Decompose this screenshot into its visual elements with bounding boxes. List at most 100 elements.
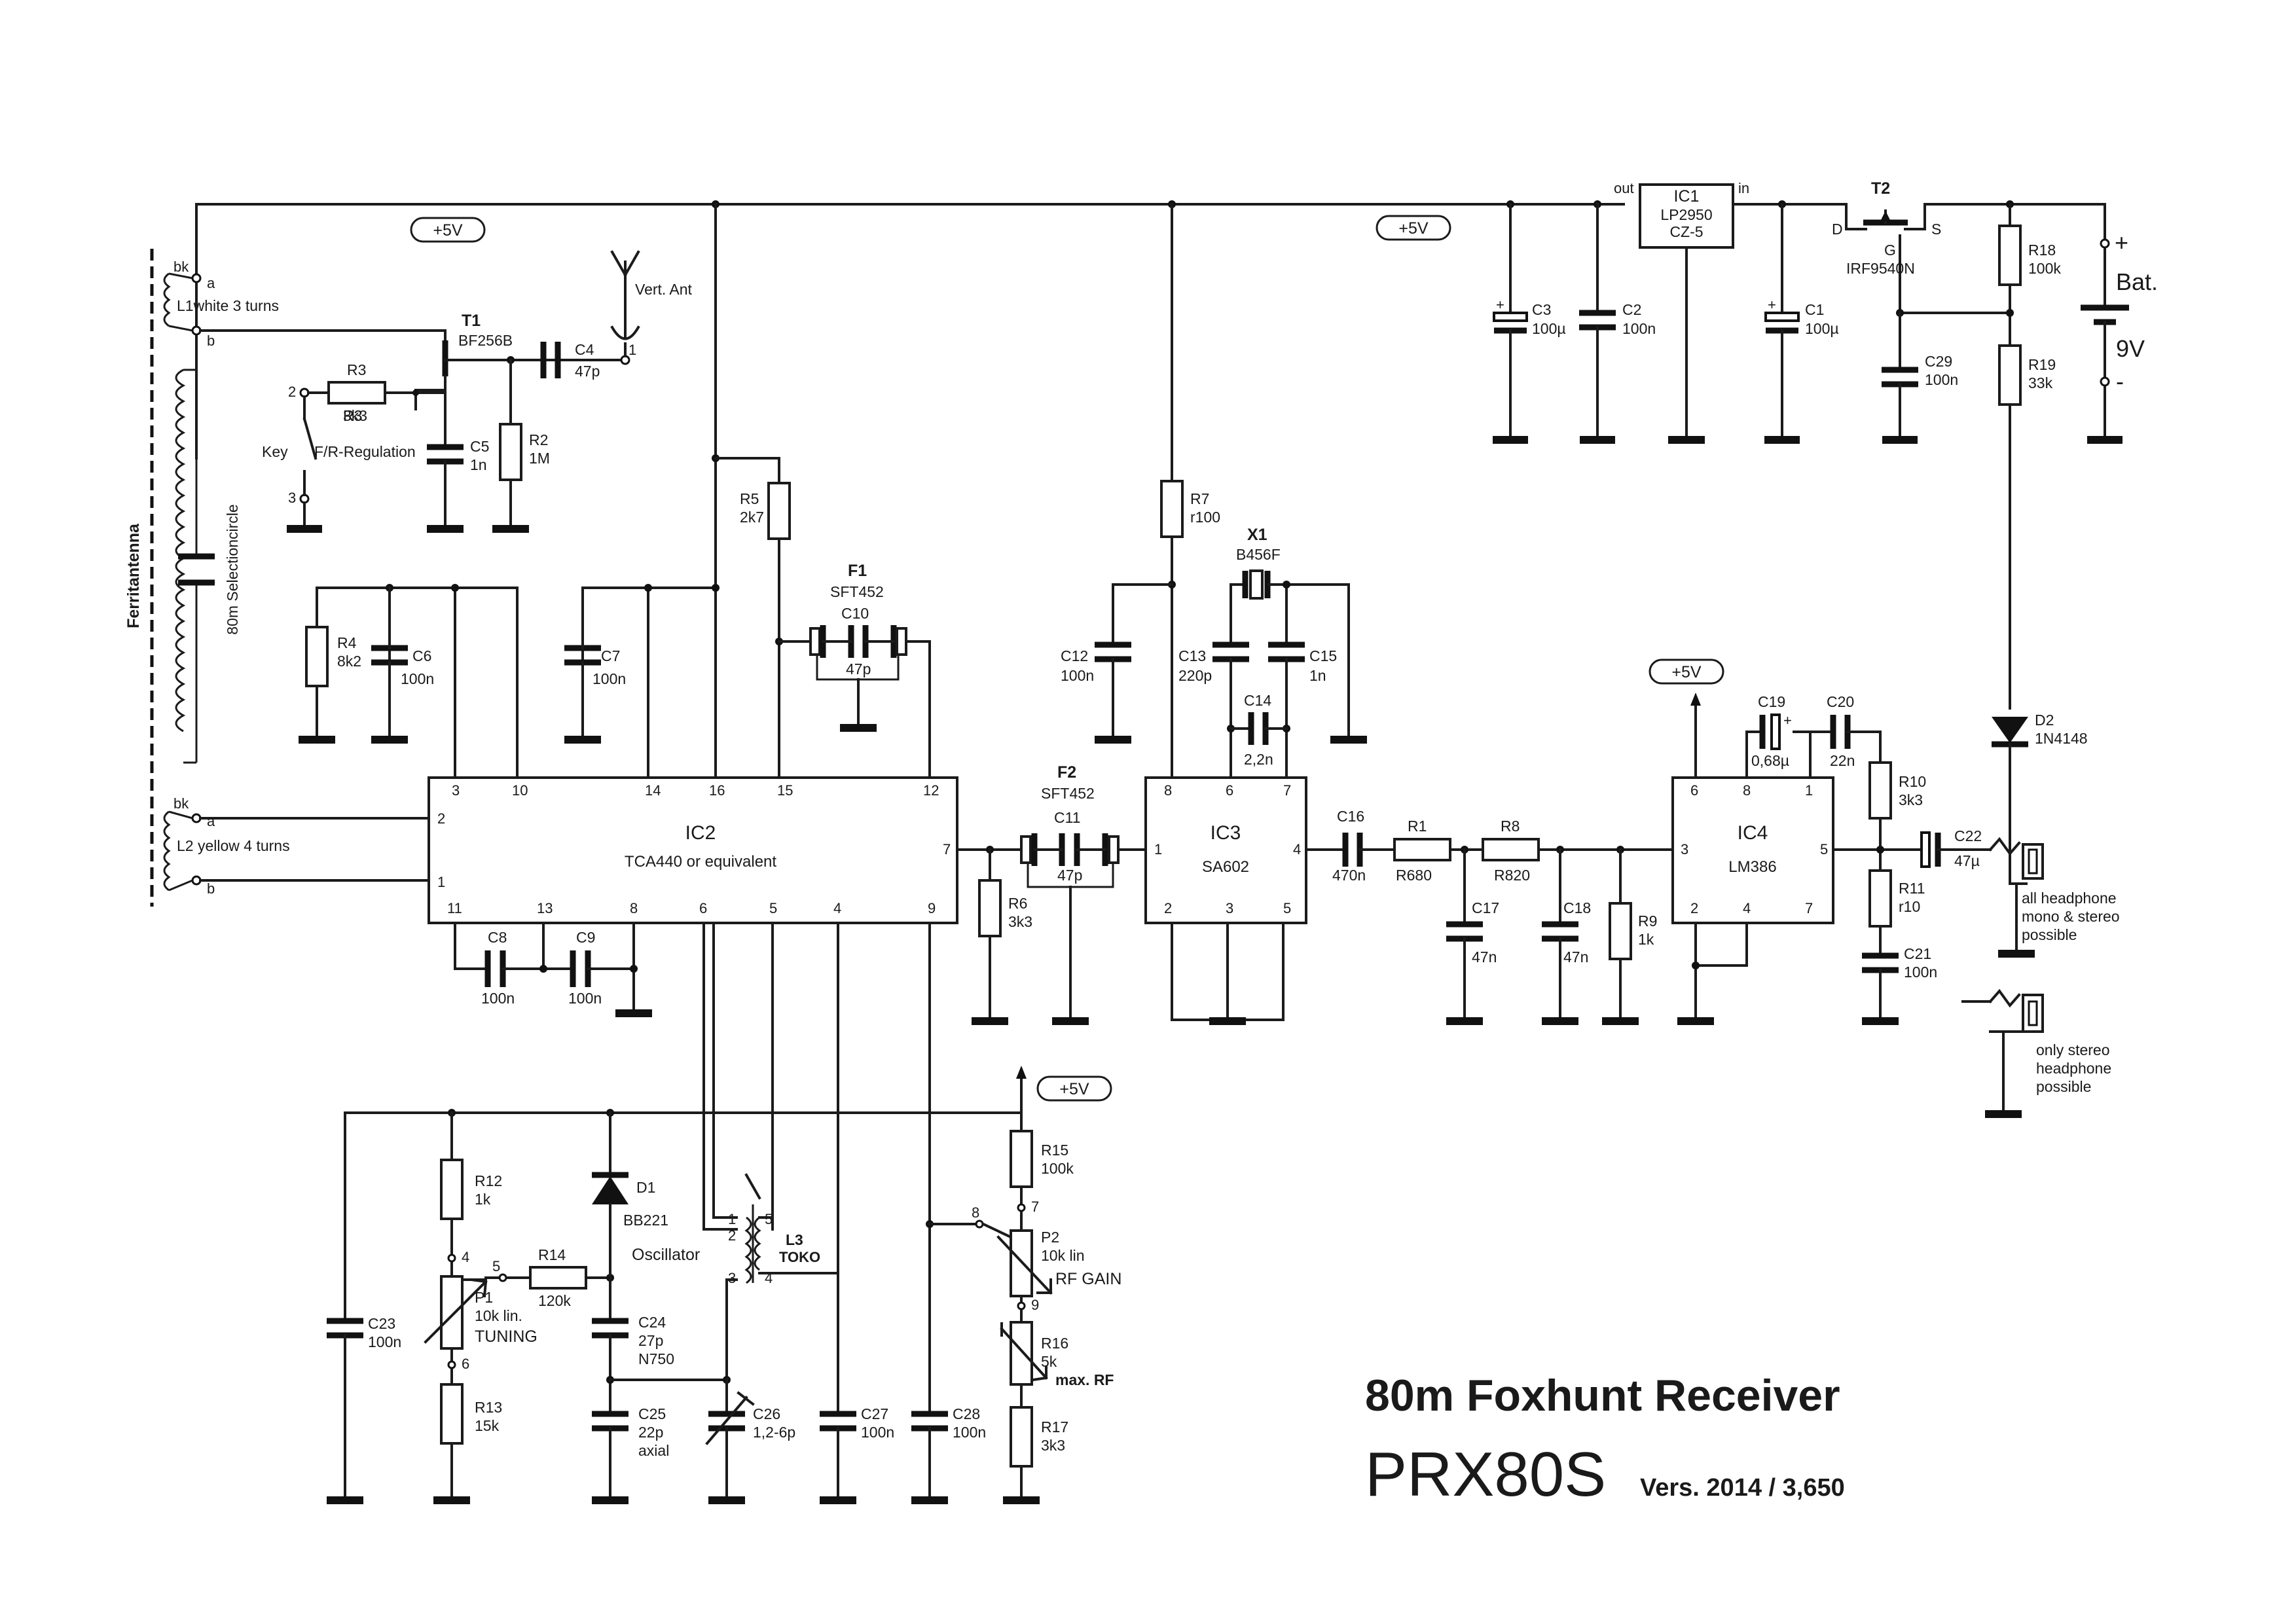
svg-text:8: 8 (972, 1204, 979, 1221)
svg-text:LP2950: LP2950 (1660, 206, 1712, 223)
svg-text:C21: C21 (1904, 945, 1931, 962)
svg-text:+: + (1496, 297, 1504, 313)
resistor-r10: R10 3k3 (1868, 761, 1926, 872)
svg-text:22p: 22p (638, 1424, 663, 1441)
svg-text:R1: R1 (1408, 818, 1427, 835)
svg-text:14: 14 (645, 782, 661, 799)
svg-text:R9: R9 (1638, 912, 1657, 929)
svg-text:1: 1 (1154, 841, 1162, 857)
svg-text:8: 8 (630, 900, 638, 916)
svg-text:6: 6 (1690, 782, 1698, 799)
filter-f2: F2 SFT452 C11 47p (956, 763, 1147, 1025)
svg-text:C8: C8 (488, 929, 507, 946)
svg-text:Vert. Ant: Vert. Ant (635, 281, 693, 298)
svg-text:R16: R16 (1041, 1335, 1068, 1352)
svg-text:5: 5 (765, 1211, 773, 1227)
svg-text:3: 3 (288, 490, 296, 506)
supply-label: +5V (433, 221, 463, 240)
resistor-r19: R19 33k (1998, 344, 2056, 710)
svg-text:220p: 220p (1178, 667, 1212, 684)
svg-text:R6: R6 (1008, 895, 1027, 912)
svg-text:P2: P2 (1041, 1229, 1059, 1246)
svg-text:+: + (2115, 229, 2128, 256)
svg-text:2: 2 (288, 384, 296, 400)
svg-text:1: 1 (1805, 782, 1813, 799)
resistor-r3: 2 R3 3k3 R3 3k3 R3 (288, 361, 446, 424)
resistor-r1: R1 R680 (1393, 818, 1484, 884)
crystal-x1: X1 B456F (1230, 526, 1367, 744)
svg-text:Oscillator: Oscillator (632, 1246, 700, 1264)
svg-text:IC1: IC1 (1674, 187, 1700, 206)
capacitor-c18: C18 47n (1542, 848, 1591, 1025)
capacitor-c15: C15 1n (1268, 641, 1337, 779)
svg-text:R10: R10 (1899, 773, 1926, 790)
svg-text:D2: D2 (2035, 712, 2054, 729)
headphone-jack-icon: only stereo headphone possible (1961, 988, 2111, 1118)
svg-text:SFT452: SFT452 (830, 583, 884, 600)
capacitor-c20: C20 22n (1809, 693, 1882, 769)
svg-text:100n: 100n (861, 1424, 894, 1441)
potentiometer-p1: 5 6 P1 10k lin. TUNING (424, 1258, 538, 1386)
svg-text:6: 6 (1226, 782, 1233, 799)
svg-text:3: 3 (1681, 841, 1688, 857)
svg-text:mono & stereo: mono & stereo (2022, 908, 2120, 925)
capacitor-c25: C25 22p axial (592, 1405, 669, 1504)
svg-text:10k lin.: 10k lin. (475, 1307, 522, 1324)
svg-text:5: 5 (1283, 900, 1291, 916)
svg-text:2: 2 (728, 1227, 736, 1244)
svg-text:C24: C24 (638, 1314, 666, 1331)
diode-d1: D1 BB221 Oscillator (592, 1111, 700, 1322)
svg-text:L2 yellow 4 turns: L2 yellow 4 turns (177, 837, 290, 854)
svg-text:r10: r10 (1899, 898, 1920, 915)
svg-text:G: G (1884, 242, 1896, 259)
svg-text:C25: C25 (638, 1405, 666, 1422)
svg-text:R17: R17 (1041, 1418, 1068, 1435)
svg-text:100n: 100n (368, 1333, 401, 1350)
svg-text:C28: C28 (953, 1405, 980, 1422)
svg-text:C17: C17 (1472, 899, 1499, 916)
svg-text:C29: C29 (1925, 353, 1952, 370)
svg-text:470n: 470n (1332, 867, 1366, 884)
resistor-r18: R18 100k (1998, 203, 2061, 347)
svg-text:1: 1 (728, 1211, 736, 1227)
svg-text:9: 9 (928, 900, 936, 916)
svg-text:47p: 47p (846, 660, 871, 677)
capacitor-c3: + 100µ C3 100µ (1493, 203, 1566, 444)
resistor-r12: 4 R12 1k (440, 1111, 502, 1278)
svg-text:13: 13 (537, 900, 553, 916)
svg-text:F1: F1 (848, 562, 867, 580)
svg-text:IRF9540N: IRF9540N (1846, 260, 1915, 277)
svg-text:3k3: 3k3 (1899, 791, 1923, 808)
resistor-r9: R9 1k (1602, 848, 1657, 1025)
svg-text:R14: R14 (538, 1246, 566, 1263)
switch-icon: 3 Key F/R-Regulation (262, 395, 416, 533)
capacitor-c4: C4 47p 1 (507, 341, 636, 380)
ic1-regulator: IC1 LP2950 CZ-5 out in (1614, 180, 1749, 440)
page-title: 80m Foxhunt Receiver (1365, 1371, 1840, 1420)
resistor-r4: R4 8k2 (299, 586, 361, 744)
svg-text:2: 2 (1690, 900, 1698, 916)
svg-text:R13: R13 (475, 1399, 502, 1416)
svg-text:100k: 100k (1041, 1160, 1074, 1177)
resistor-r5: R5 2k7 (740, 482, 791, 540)
svg-text:100n: 100n (1904, 964, 1937, 981)
svg-text:1n: 1n (470, 456, 487, 473)
svg-text:a: a (207, 275, 215, 291)
svg-text:max. RF: max. RF (1055, 1371, 1114, 1388)
svg-text:R2: R2 (529, 431, 548, 448)
capacitor-c14: C14 2,2n (1230, 692, 1288, 768)
capacitor-c29: C29 100n (1882, 312, 1958, 444)
svg-text:8: 8 (1743, 782, 1751, 799)
svg-text:100n: 100n (1925, 371, 1958, 388)
svg-text:C6: C6 (412, 647, 431, 664)
svg-text:+5V: +5V (1059, 1080, 1089, 1098)
capacitor-c21: C21 100n (1862, 945, 1937, 1025)
model-name: PRX80S (1365, 1439, 1606, 1509)
svg-text:3: 3 (452, 782, 460, 799)
capacitor-c5: C5 1n (412, 389, 489, 533)
version-label: Vers. 2014 / 3,650 (1640, 1474, 1845, 1502)
svg-text:bk: bk (173, 795, 189, 812)
svg-text:12: 12 (923, 782, 939, 799)
capacitor-c7: C7 100n (564, 586, 626, 744)
